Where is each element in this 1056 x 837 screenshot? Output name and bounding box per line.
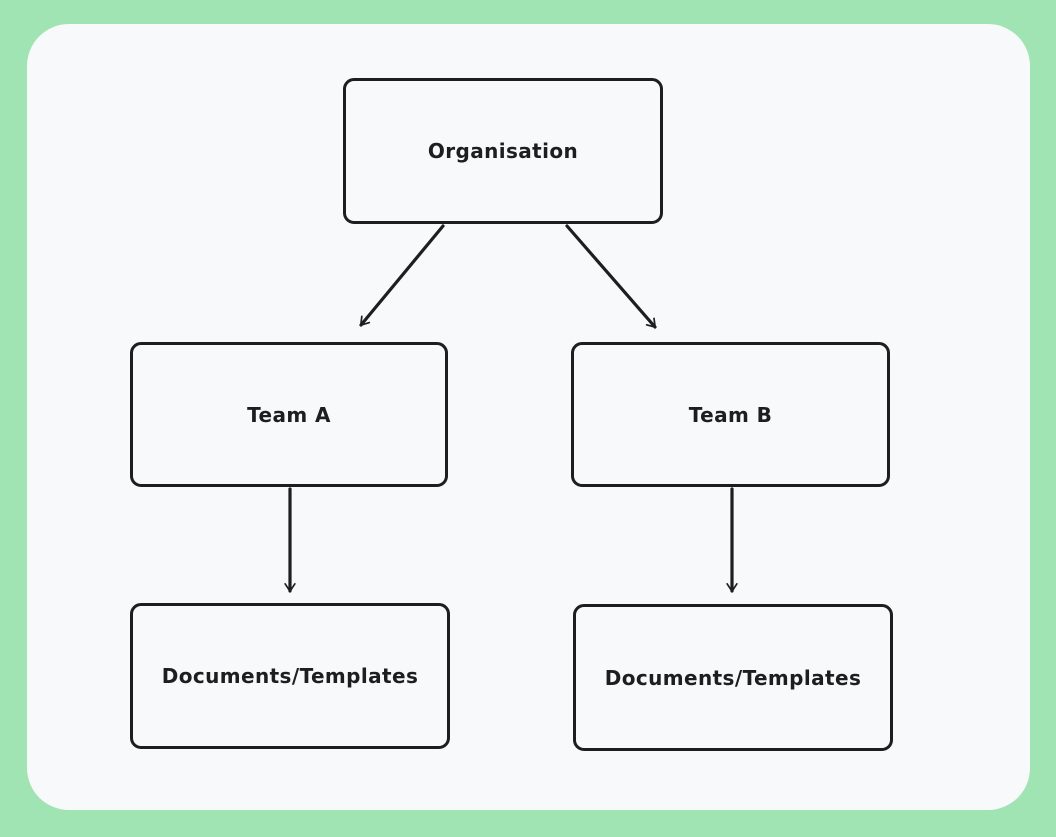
node-documents-templates-b-label: Documents/Templates [604, 665, 862, 690]
node-organisation: Organisation [343, 78, 663, 224]
node-documents-templates-a-label: Documents/Templates [161, 664, 419, 688]
node-documents-templates-b: Documents/Templates [573, 604, 893, 751]
node-team-b-label: Team B [688, 402, 773, 427]
diagram-canvas [27, 24, 1030, 810]
node-organisation-label: Organisation [427, 139, 579, 163]
node-documents-templates-a: Documents/Templates [130, 603, 450, 749]
node-team-b: Team B [571, 342, 890, 487]
node-team-a: Team A [130, 342, 448, 487]
node-team-a-label: Team A [247, 402, 331, 427]
